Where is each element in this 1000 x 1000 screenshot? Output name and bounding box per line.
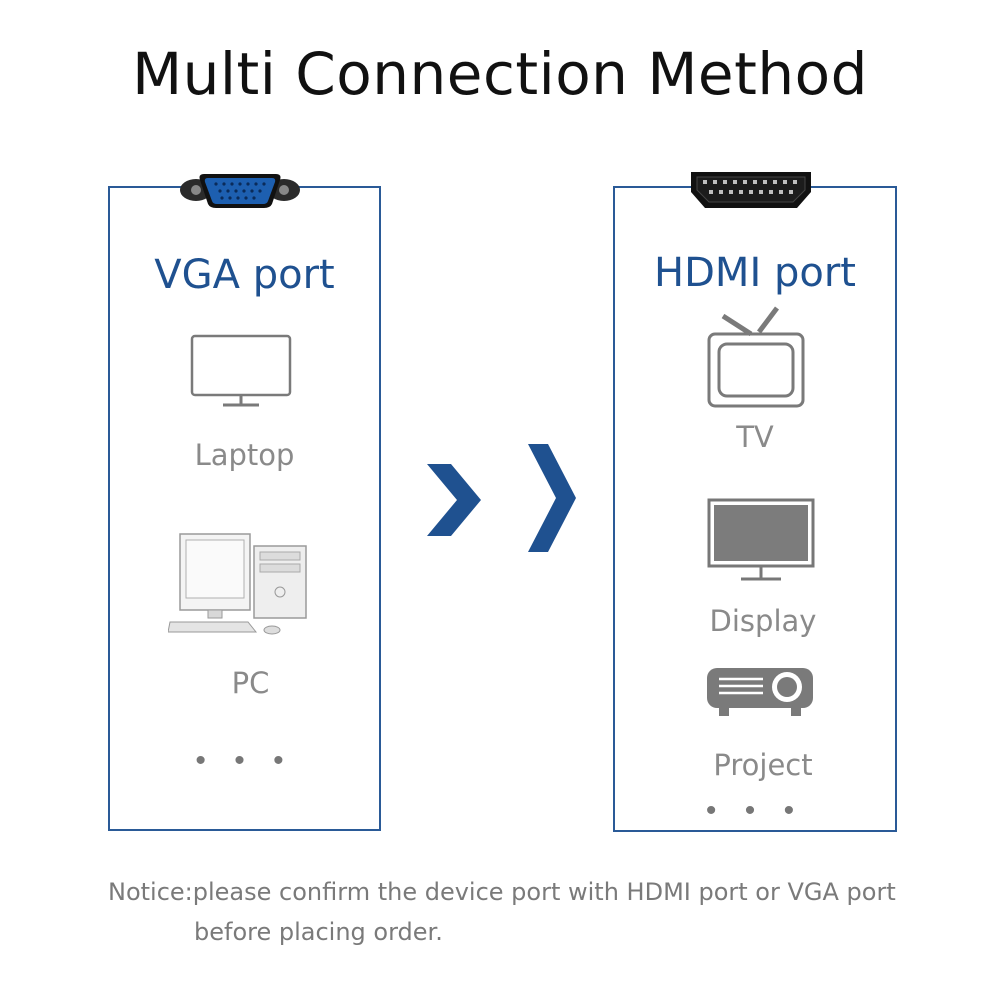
more-devices-dots: • • • xyxy=(195,744,294,777)
projector-label: Project xyxy=(713,748,813,782)
laptop-label: Laptop xyxy=(194,438,295,472)
tv-label: TV xyxy=(736,420,774,454)
desktop-pc-icon xyxy=(168,533,307,635)
tv-icon xyxy=(707,306,805,408)
pc-label: PC xyxy=(231,666,270,700)
vga-port-heading: VGA port xyxy=(154,252,335,298)
chevron-right-small-icon xyxy=(427,464,481,536)
hdmi-panel: HDMI port TV Display Project • • • xyxy=(613,172,897,832)
chevron-right-large-icon xyxy=(528,444,576,552)
more-devices-dots: • • • xyxy=(705,794,805,827)
hdmi-port-heading: HDMI port xyxy=(654,250,856,296)
hdmi-connector-icon xyxy=(691,172,811,208)
display-label: Display xyxy=(709,604,817,638)
page-title: Multi Connection Method xyxy=(132,40,868,108)
monitor-outline-icon xyxy=(190,334,292,407)
vga-connector-icon xyxy=(180,174,300,208)
notice-line-1: Notice:please confirm the device port wi… xyxy=(108,878,896,906)
vga-panel: VGA port Laptop PC • • • xyxy=(108,174,381,831)
notice-line-2: before placing order. xyxy=(194,918,443,946)
projector-icon xyxy=(707,668,813,716)
display-icon xyxy=(707,498,815,581)
